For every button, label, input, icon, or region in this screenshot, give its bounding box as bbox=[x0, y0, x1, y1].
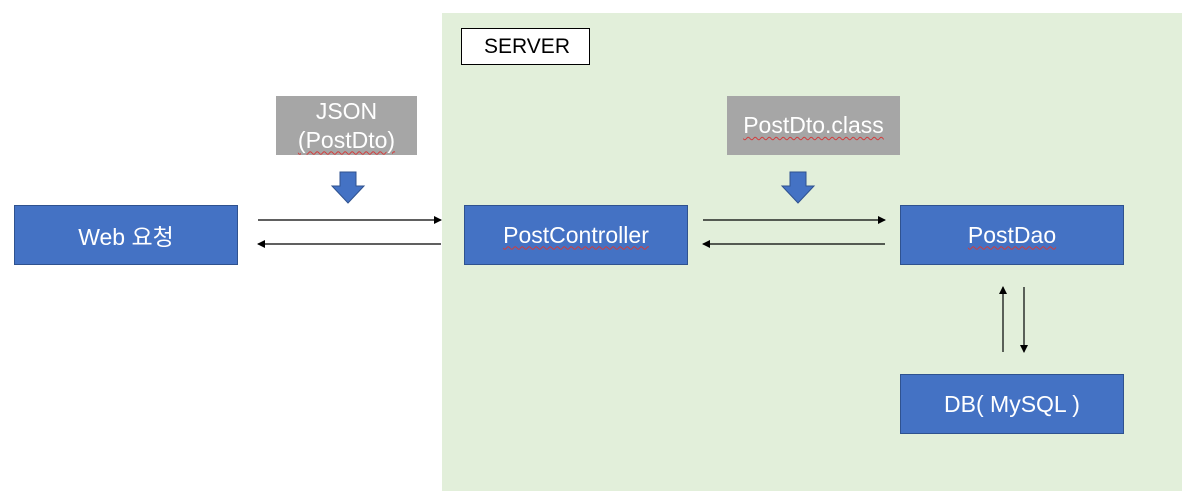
class-payload-label: PostDto.class bbox=[727, 96, 900, 155]
database-label: DB( MySQL ) bbox=[944, 390, 1080, 417]
json-payload-line2: (PostDto) bbox=[297, 126, 396, 153]
post-dao-node: PostDao bbox=[900, 205, 1124, 265]
database-node: DB( MySQL ) bbox=[900, 374, 1124, 434]
post-controller-label: PostController bbox=[503, 221, 649, 248]
web-request-node: Web 요청 bbox=[14, 205, 238, 265]
json-payload-line1: JSON bbox=[315, 97, 378, 124]
class-down-arrow-icon bbox=[780, 171, 816, 204]
post-dao-label: PostDao bbox=[967, 221, 1057, 248]
json-payload-label: JSON (PostDto) bbox=[276, 96, 417, 155]
web-request-label: Web 요청 bbox=[78, 224, 174, 250]
server-label: SERVER bbox=[461, 28, 590, 65]
json-down-arrow-icon bbox=[330, 171, 366, 204]
class-payload-text: PostDto.class bbox=[743, 112, 884, 138]
post-controller-node: PostController bbox=[464, 205, 688, 265]
